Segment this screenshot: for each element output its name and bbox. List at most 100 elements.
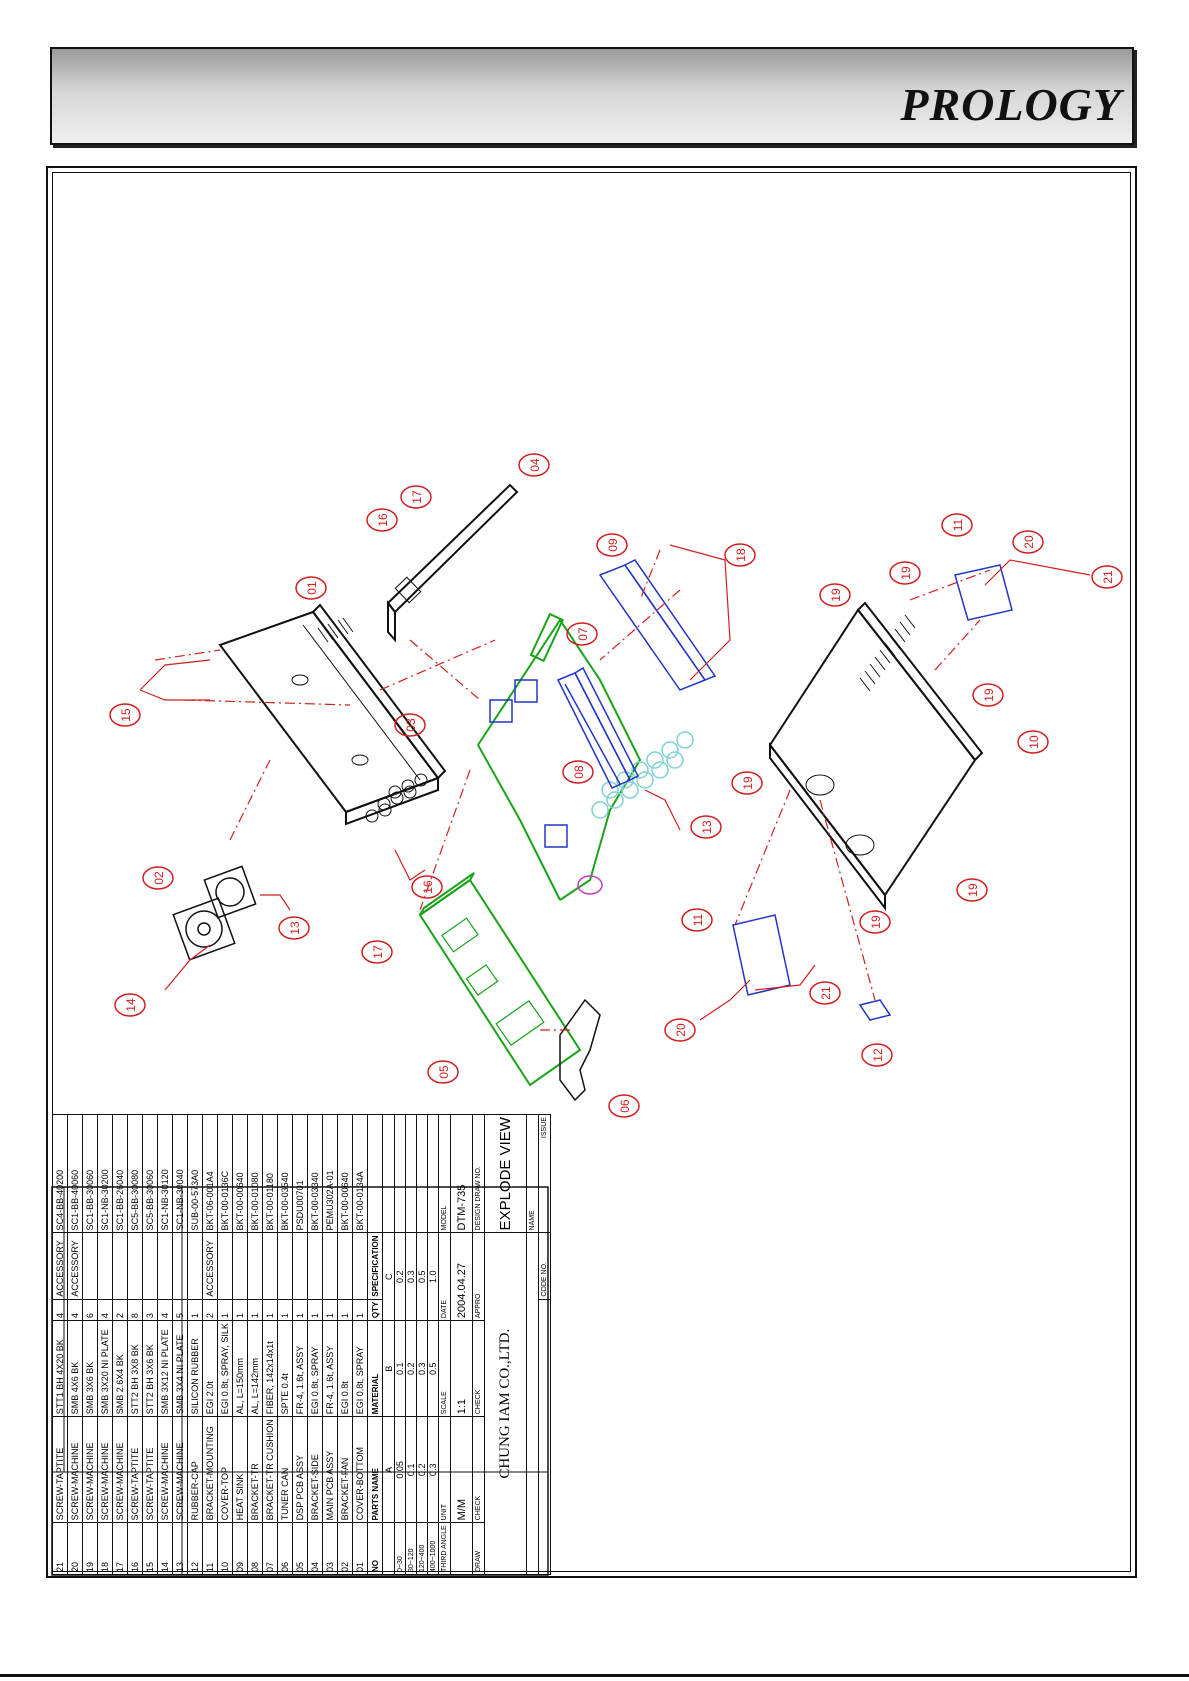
svg-text:20: 20 — [1022, 535, 1036, 549]
callout-17b: 17 — [361, 940, 393, 964]
cover-top-part — [768, 601, 984, 911]
part-cell-code: SUB-00-573A0 — [187, 1114, 203, 1233]
tol-range: 0~30 — [394, 1522, 406, 1575]
part-cell-material: STT2 BH 3X8 BK — [127, 1320, 143, 1417]
svg-text:17: 17 — [410, 490, 424, 504]
part-cell-qty: 5 — [172, 1299, 188, 1321]
part-cell-code: BKT-00-01080 — [247, 1114, 263, 1233]
callout-19d: 19 — [731, 771, 763, 795]
part-cell-qty: 8 — [127, 1299, 143, 1321]
svg-text:09: 09 — [606, 538, 620, 552]
part-cell-no: 08 — [247, 1522, 263, 1575]
part-cell-code: BKT-00-03340 — [307, 1114, 323, 1233]
svg-text:08: 08 — [572, 765, 586, 779]
part-cell-no: 10 — [217, 1522, 233, 1575]
tol-a: 0.05 — [394, 1416, 406, 1523]
rubber-cap-part — [858, 999, 892, 1021]
part-cell-spec — [112, 1232, 128, 1300]
svg-text:19: 19 — [829, 588, 843, 602]
part-cell-spec — [247, 1232, 263, 1300]
svg-text:13: 13 — [288, 921, 302, 935]
tol-range: 120~400 — [416, 1522, 428, 1575]
part-cell-material: SILICON RUBBER — [187, 1320, 203, 1417]
part-cell-code: SC1-BB-40060 — [67, 1114, 83, 1233]
tol-pad — [382, 1114, 395, 1233]
svg-text:19: 19 — [741, 776, 755, 790]
tol-pad — [405, 1114, 417, 1233]
unit-value: M/M — [450, 1416, 473, 1523]
model-label: MODEL — [438, 1114, 451, 1233]
part-cell-spec — [277, 1232, 293, 1300]
part-cell-material: FR-4, 1.6t, ASSY — [292, 1320, 308, 1417]
part-cell-spec — [217, 1232, 233, 1300]
part-cell-material: FIBER, 142x14x1t — [262, 1320, 278, 1417]
part-cell-spec — [307, 1232, 323, 1300]
title-info-row: CODE NO.ISSUE — [538, 1114, 551, 1575]
appro-label: APPRO — [472, 1232, 485, 1321]
unit-label: UNIT — [438, 1416, 451, 1523]
part-cell-no: 11 — [202, 1522, 218, 1575]
tol-c: 0.3 — [405, 1232, 417, 1321]
part-cell-qty: 4 — [52, 1299, 68, 1321]
tol-a: 0.3 — [427, 1416, 439, 1523]
svg-text:16: 16 — [421, 880, 435, 894]
tol-a: 0.1 — [405, 1416, 417, 1523]
part-cell-spec — [322, 1232, 338, 1300]
svg-text:19: 19 — [869, 915, 883, 929]
part-cell-material: AL, L=142mm — [247, 1320, 263, 1417]
part-cell-name: BRACKET-MOUNTING — [202, 1416, 218, 1523]
svg-text:05: 05 — [437, 1065, 451, 1079]
part-cell-no: 18 — [97, 1522, 113, 1575]
part-cell-name: SCREW-TAPTITE — [52, 1416, 68, 1523]
parts-header-qty: QTY — [367, 1299, 383, 1321]
parts-header-spec: SPECIFICATION — [367, 1232, 383, 1300]
cover-bottom-part — [218, 603, 447, 826]
parts-header-material: MATERIAL — [367, 1320, 383, 1417]
svg-text:07: 07 — [576, 627, 590, 641]
part-cell-no: 04 — [307, 1522, 323, 1575]
tol-c: 0.2 — [394, 1232, 406, 1321]
assembly-leader-lines — [154, 549, 991, 1031]
blank-cell — [526, 1232, 539, 1575]
part-cell-spec: ACCESSORY — [202, 1232, 218, 1300]
part-cell-code: SC1-NB-30040 — [172, 1114, 188, 1233]
part-cell-name: SCREW-MACHINE — [157, 1416, 173, 1523]
part-cell-code: PEMU302A-01 — [322, 1114, 338, 1233]
part-cell-no: 15 — [142, 1522, 158, 1575]
callout-09: 09 — [596, 533, 628, 557]
part-cell-material: FR-4, 1.6t, ASSY — [322, 1320, 338, 1417]
part-cell-material: SMB 2.6X4 BK — [112, 1320, 128, 1417]
part-cell-code: BKT-00-00640 — [337, 1114, 353, 1233]
callout-20b: 20 — [664, 1018, 696, 1042]
part-cell-name: SCREW-MACHINE — [67, 1416, 83, 1523]
third-angle-label: THIRD ANGLE — [438, 1522, 451, 1575]
callout-10: 10 — [1017, 730, 1049, 754]
tol-pad — [394, 1114, 406, 1233]
svg-text:10: 10 — [1027, 735, 1041, 749]
tol-b: 0.3 — [416, 1320, 428, 1417]
part-cell-material: EGI 0.8t, SPRAY — [352, 1320, 368, 1417]
tol-b: 0.2 — [405, 1320, 417, 1417]
callout-02: 02 — [142, 866, 174, 890]
part-cell-material: EGI 0.8t, SPRAY, SILK — [217, 1320, 233, 1417]
part-cell-qty: 4 — [97, 1299, 113, 1321]
callout-17a: 17 — [400, 485, 432, 509]
part-cell-spec — [292, 1232, 308, 1300]
part-cell-qty: 2 — [112, 1299, 128, 1321]
callout-06: 06 — [608, 1094, 640, 1118]
